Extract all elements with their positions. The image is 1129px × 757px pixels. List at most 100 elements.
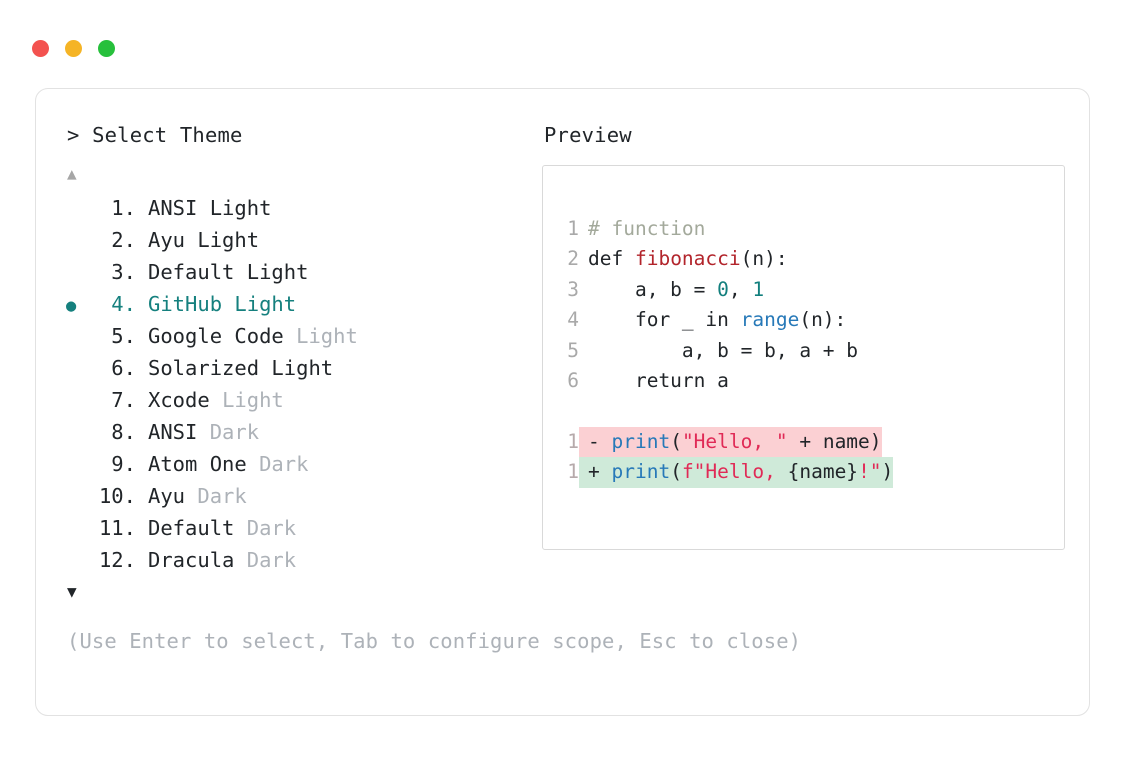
line-number: 6 [567,369,579,392]
theme-item-variant: Light [222,387,284,412]
line-number: 2 [567,247,579,270]
code-token: (n): [740,247,788,270]
code-token: fibonacci [634,247,741,270]
code-token: # function [588,216,706,240]
theme-list-item[interactable]: 5. Google Code Light [62,320,532,352]
theme-list-item[interactable]: 1. ANSI Light [62,192,532,224]
code-text: a, b = 0, 1 [579,275,764,306]
theme-list-item[interactable]: 11.Default Dark [62,512,532,544]
theme-list-item[interactable]: 2.Ayu Light [62,224,532,256]
theme-list-item[interactable]: 3. Default Light [62,256,532,288]
code-token: ( [670,429,682,453]
theme-item-name: Default [148,515,247,540]
code-token: + name) [787,429,882,453]
theme-item-number: 8. [98,419,136,444]
line-number: 1 [567,429,579,453]
theme-item-name: Ayu [148,483,198,508]
maximize-button[interactable] [98,39,115,57]
code-token: def [588,247,635,270]
theme-item-number: 6. [98,355,136,380]
selected-bullet-icon: ● [66,295,77,316]
theme-selector-card: > Select Theme ▲ 1.ANSI Light 2.Ayu Ligh… [35,88,1090,716]
line-number: 3 [567,277,579,301]
theme-item-name: Google Code [148,323,297,348]
theme-list-item[interactable]: 6. Solarized Light [62,352,532,384]
theme-item-variant: Light [271,355,334,380]
theme-item-number: 1. [98,195,136,220]
theme-item-name: Dracula [148,547,247,572]
code-line: 4 for _ in range(n): [561,305,1064,336]
theme-item-number: 10. [98,483,136,508]
code-token: (n): [799,308,847,331]
theme-item-number: 7. [98,387,136,412]
theme-item-name: ANSI [148,419,210,444]
line-number: 1 [567,216,579,240]
code-text: + print(f"Hello, {name}!") [579,457,894,488]
code-token: "Hello, " [681,429,788,453]
code-token: a, b = [588,277,718,301]
theme-item-variant: Dark [209,419,260,444]
theme-item-variant: Dark [197,483,247,508]
code-text: def fibonacci(n): [579,244,788,275]
code-token: {name} [787,460,859,483]
code-token: - [588,429,612,453]
theme-list-column: > Select Theme ▲ 1.ANSI Light 2.Ayu Ligh… [62,125,532,600]
window-titlebar [0,0,1129,66]
theme-list-item[interactable]: 12. Dracula Dark [62,544,532,576]
code-token: , [728,277,753,301]
code-spacer [561,397,1064,427]
theme-item-variant: Light [246,259,309,284]
theme-item-name: Solarized [148,355,272,380]
theme-item-variant: Light [234,291,297,316]
theme-item-variant: Light [197,227,260,252]
theme-item-number: 5. [98,323,136,348]
theme-item-name: ANSI [148,195,210,220]
diff-code-line: 1+ print(f"Hello, {name}!") [561,457,1064,488]
code-line: 1 # function [561,214,1064,245]
keyboard-hint: (Use Enter to select, Tab to configure s… [67,629,802,653]
theme-item-name: Atom One [148,451,260,476]
theme-item-name: GitHub [148,291,235,316]
theme-item-variant: Light [209,195,272,220]
line-number: 1 [567,460,579,483]
code-token: + [588,460,612,483]
theme-item-number: 4. [98,291,136,316]
theme-item-number: 9. [98,451,136,476]
code-token: return a [588,369,729,392]
minimize-button[interactable] [65,39,82,57]
theme-item-variant: Light [296,323,358,348]
code-token: for _ in [588,308,741,331]
theme-item-number: 2. [98,227,136,252]
code-line: 3 a, b = 0, 1 [561,275,1064,306]
theme-list-item[interactable]: 7.Xcode Light [62,384,532,416]
code-text: - print("Hello, " + name) [579,426,882,457]
close-button[interactable] [32,39,49,57]
theme-list-item[interactable]: 9.Atom One Dark [62,448,532,480]
scroll-up-icon[interactable]: ▲ [67,163,77,183]
theme-item-variant: Dark [246,547,297,572]
theme-list: 1.ANSI Light 2.Ayu Light 3.Default Light… [62,192,532,576]
theme-item-number: 3. [98,259,136,284]
theme-list-item[interactable]: 8. ANSI Dark [62,416,532,448]
code-token: f"Hello, [681,460,788,483]
code-token: print [611,460,671,483]
code-token: print [611,429,671,453]
code-text: # function [579,214,705,245]
code-text: for _ in range(n): [579,305,846,336]
theme-list-item[interactable]: ● 4. GitHub Light [62,288,532,320]
code-token: 0 [717,277,729,301]
code-token: ( [670,460,682,483]
scroll-down-icon[interactable]: ▼ [67,581,77,601]
theme-item-number: 12. [98,547,136,572]
code-token: !" [858,460,882,483]
diff-block: 1- print("Hello, " + name)1+ print(f"Hel… [561,426,1064,488]
code-token: range [740,308,800,331]
theme-list-item[interactable]: 10. Ayu Dark [62,480,532,512]
theme-item-name: Default [148,259,247,284]
diff-code-line: 1- print("Hello, " + name) [561,426,1064,457]
code-line: 5 a, b = b, a + b [561,336,1064,367]
